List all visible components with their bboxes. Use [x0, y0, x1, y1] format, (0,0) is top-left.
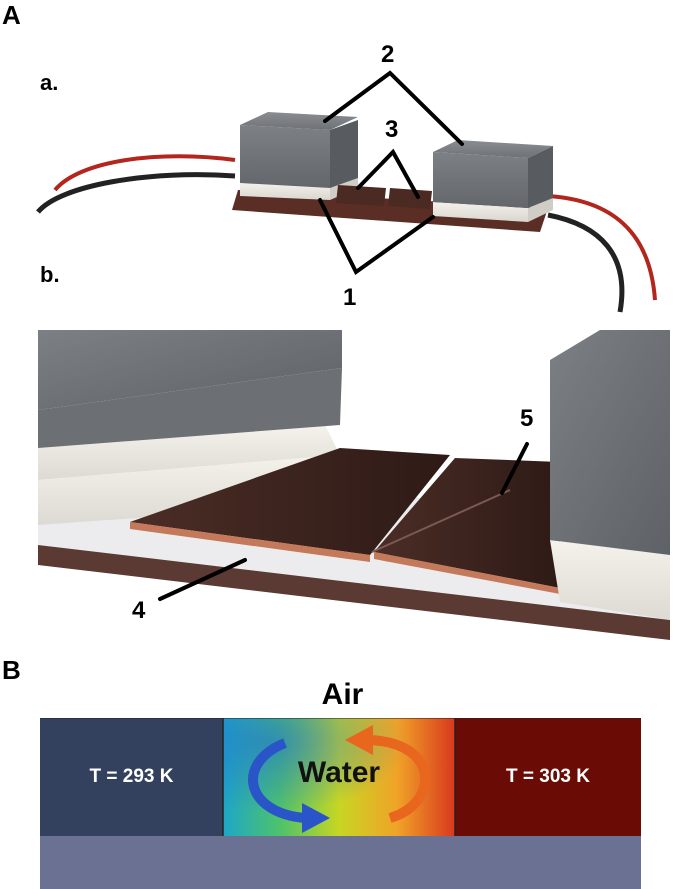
copper-right-zoom	[374, 458, 560, 588]
panel-b-label: B	[2, 655, 21, 685]
circulation-arrow-blue	[248, 738, 306, 823]
red-wire-right	[547, 194, 657, 301]
channel-gap	[371, 489, 511, 553]
panel-a-label: A	[2, 0, 21, 30]
black-wire-left	[36, 172, 236, 214]
black-wire-right	[547, 212, 625, 313]
base-substrate	[38, 545, 670, 640]
cold-block	[40, 718, 223, 836]
callout-5: 5	[520, 405, 534, 432]
water-label: Water	[297, 756, 381, 789]
red-wire-left	[53, 154, 236, 192]
callout-1: 1	[343, 284, 357, 311]
zoomed-detail-illustration	[38, 330, 670, 640]
subpanel-b-label: b.	[40, 262, 60, 287]
copper-plate-left	[336, 185, 386, 206]
thermal-schematic	[40, 718, 641, 889]
right-block-zoom	[550, 330, 670, 620]
copper-left-zoom	[130, 448, 450, 555]
callout-lines	[318, 70, 464, 275]
subpanel-a-label: a.	[40, 70, 59, 95]
hot-block	[455, 718, 641, 836]
right-peltier-module	[433, 140, 553, 222]
callout-4: 4	[132, 597, 146, 624]
callout-3: 3	[385, 116, 399, 143]
hot-temperature-label: T = 303 K	[506, 766, 590, 787]
callout-4-line	[158, 558, 247, 601]
callout-2: 2	[381, 41, 395, 68]
device-overview-illustration	[36, 70, 657, 313]
callout-5-line	[500, 442, 529, 495]
substrate	[232, 190, 548, 232]
circulation-arrow-orange	[369, 735, 431, 823]
cold-temperature-label: T = 293 K	[89, 766, 174, 787]
base-plate	[40, 836, 641, 889]
air-label: Air	[321, 678, 364, 711]
copper-plate-right	[388, 188, 432, 209]
